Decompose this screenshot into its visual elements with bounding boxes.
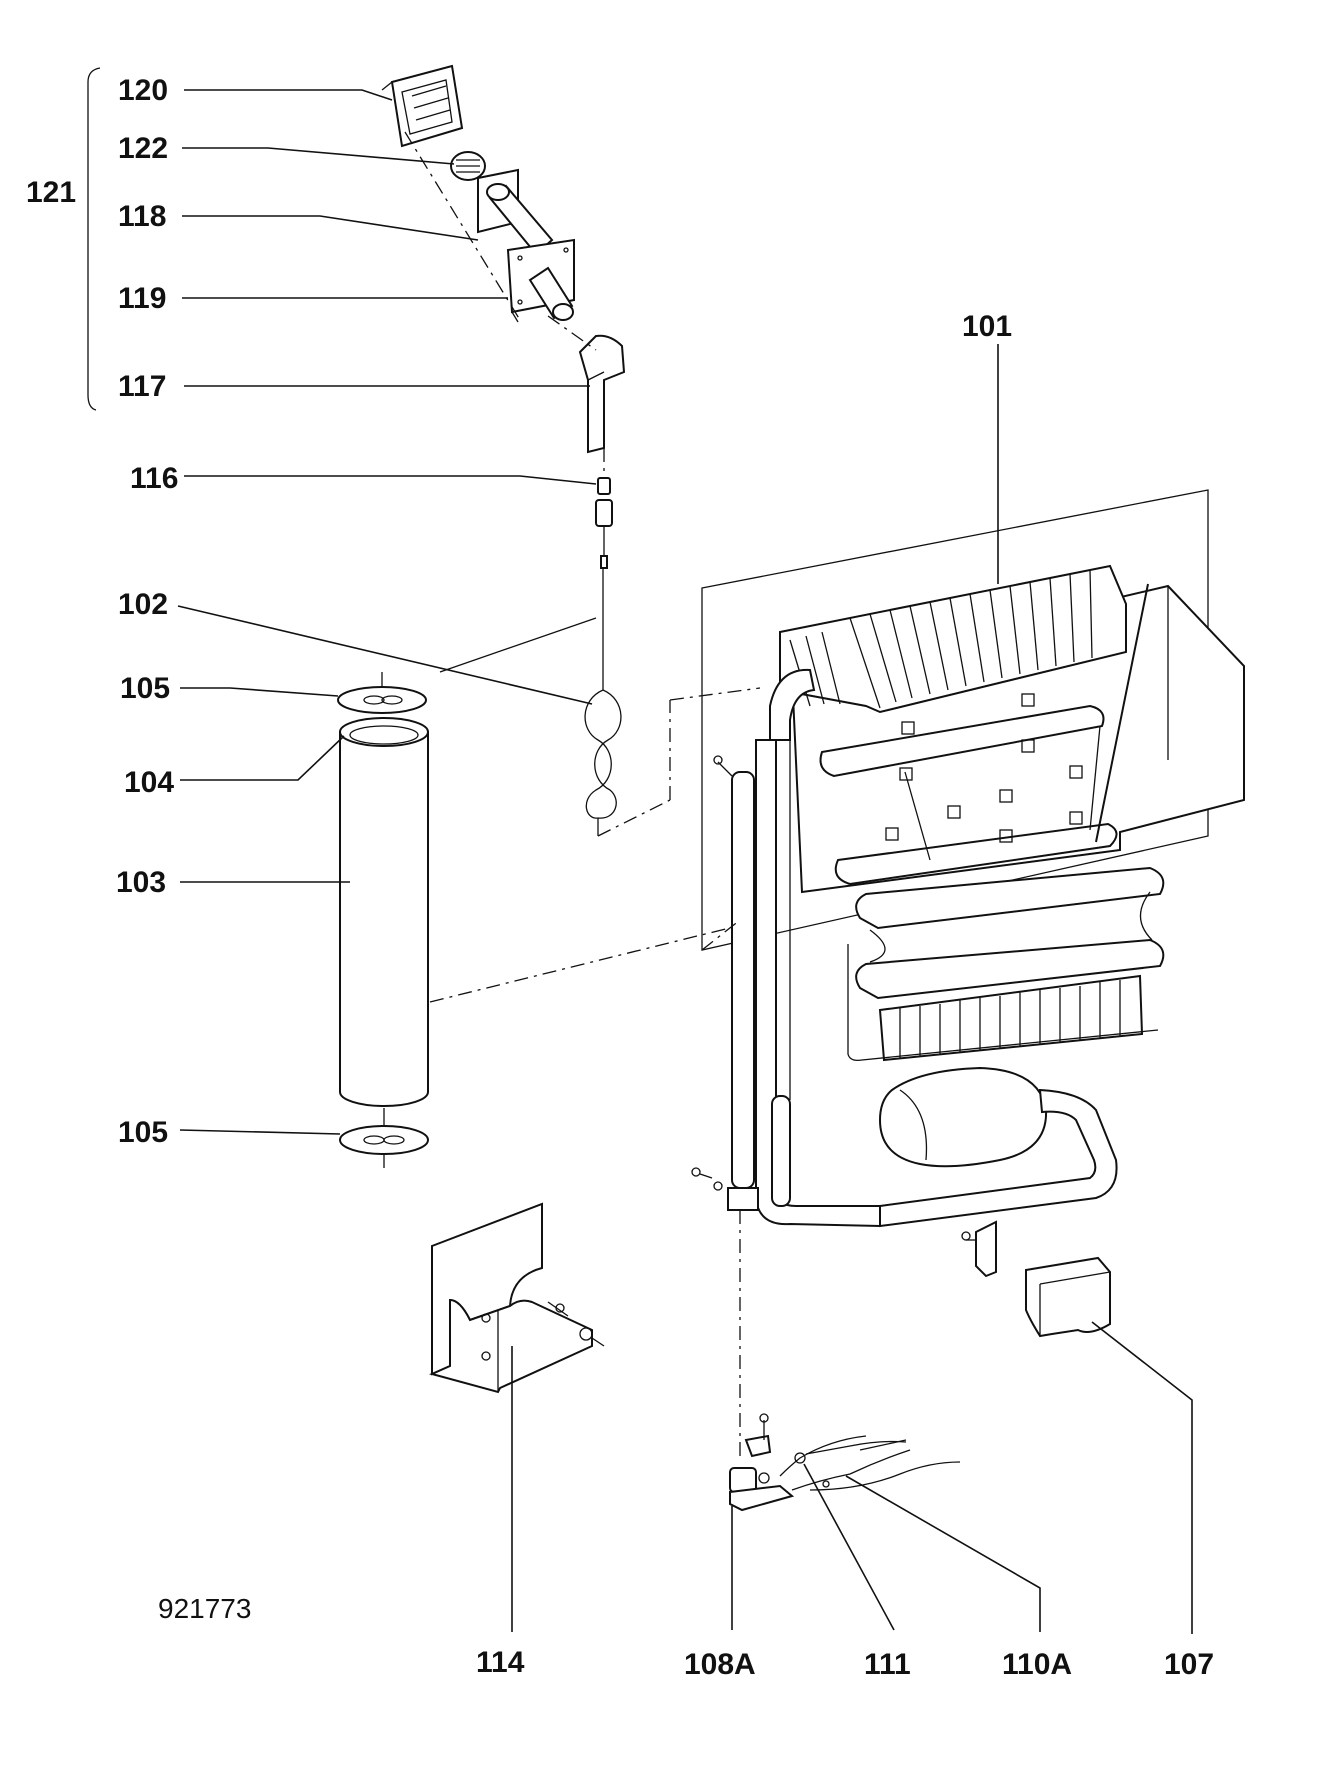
part-101-cooling-unit [701,489,1245,1278]
part-102-burner-pipe [439,568,622,836]
casing-to-boiler-dashline [429,917,771,1003]
part-107-cover [1025,1256,1111,1338]
label-119: 119 [118,282,166,315]
label-104: 104 [124,766,174,799]
label-107: 107 [1164,1648,1214,1681]
part-105-top-cap [337,672,427,714]
label-111: 111 [864,1648,911,1681]
label-105-bottom: 105 [118,1116,168,1149]
leader-lines [177,89,1193,1634]
label-120: 120 [118,74,168,107]
part-105-bottom-cap [339,1108,429,1168]
label-121: 121 [26,176,76,209]
label-101: 101 [962,310,1012,343]
part-119-flue-plate [506,238,575,323]
label-114: 114 [476,1646,525,1679]
label-118: 118 [118,200,166,233]
label-110a: 110A [1002,1648,1072,1681]
label-122: 122 [118,132,168,165]
part-120-flue-cap [381,64,464,148]
group-121-bracket [87,67,101,411]
absorber-fins [899,980,1121,1058]
part-116-burner-jet [595,477,613,569]
flue-centreline [404,131,605,478]
label-117: 117 [118,370,166,403]
part-117-flue-elbow [578,334,626,454]
part-111-thermocouple [779,1435,907,1477]
label-116: 116 [130,462,178,495]
part-122-flue-baffle [450,151,486,181]
part-108a-burner [729,1413,795,1512]
label-105-top: 105 [120,672,170,705]
part-114-shield [429,1202,605,1394]
part-labels: 120 122 121 118 119 117 116 101 102 105 … [26,74,1214,1681]
pipe-routing-dashlines [597,687,976,1462]
boiler-tube-screws [691,1167,723,1191]
label-108a: 108A [684,1648,756,1681]
part-118-flue-tube [477,168,554,256]
drawing-number: 921773 [158,1593,251,1624]
part-110a-ignition-cables [791,1439,961,1491]
part-103-boiler-casing [339,717,429,1107]
label-102: 102 [118,588,168,621]
label-103: 103 [116,866,166,899]
